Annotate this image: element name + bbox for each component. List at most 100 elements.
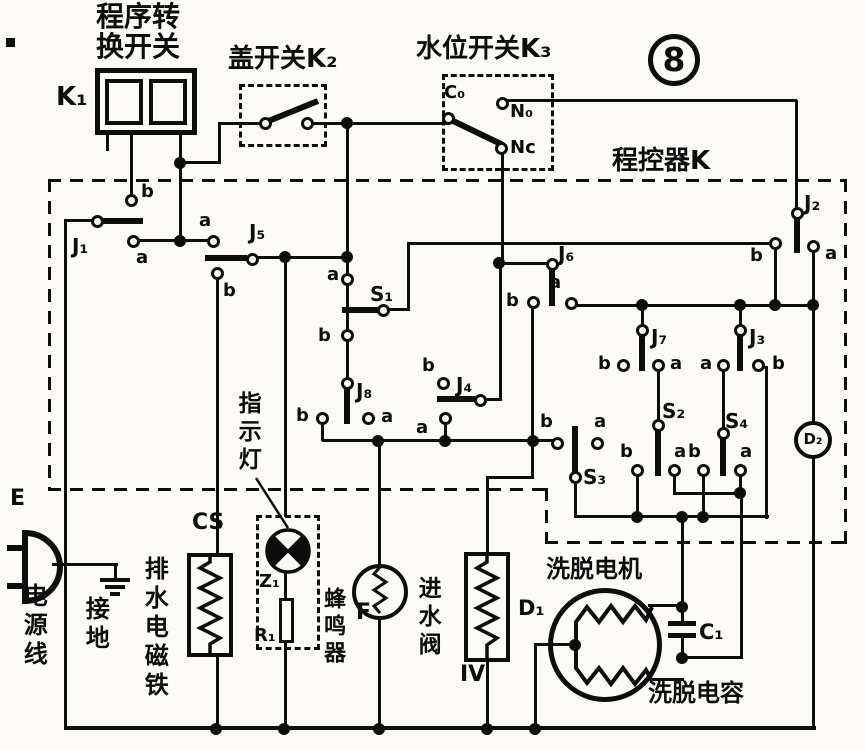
- wire: [350, 122, 450, 125]
- label-power-cord: 电源线: [19, 583, 48, 670]
- wire: [284, 571, 287, 600]
- label-a-j2: a: [825, 243, 838, 264]
- wire: [346, 340, 349, 380]
- junction-dot: [676, 652, 688, 664]
- junction-dot: [174, 157, 186, 169]
- contact-terminal: [361, 411, 375, 425]
- label-water-switch: 水位开关K₃: [416, 34, 552, 64]
- label-programmer: 程控器K: [612, 146, 711, 176]
- switch-blade: [737, 333, 743, 371]
- wire: [486, 478, 489, 554]
- label-indicator-lamp: 指示灯: [234, 391, 261, 475]
- indicator-lamp-box: [256, 515, 320, 650]
- contact-terminal: [733, 463, 747, 477]
- junction-dot: [279, 251, 291, 263]
- wire: [534, 643, 537, 730]
- label-title1: 程序转: [96, 0, 181, 33]
- contact-terminal: [441, 111, 455, 125]
- contact-terminal: [545, 257, 559, 271]
- wire: [216, 657, 219, 728]
- contact-terminal: [768, 236, 782, 250]
- label-s3: S₃: [583, 465, 607, 489]
- contact-terminal: [806, 239, 820, 253]
- wire: [636, 475, 639, 518]
- label-wash-motor: 洗脱电机: [546, 555, 642, 583]
- wire: [218, 122, 221, 164]
- contact-terminal: [124, 193, 138, 207]
- contact-terminal: [630, 463, 644, 477]
- programmer-outline-bottom-right: [545, 541, 847, 544]
- contact-terminal: [716, 358, 730, 372]
- label-a-s1: a: [327, 264, 340, 285]
- wire: [673, 475, 676, 494]
- switch-blade: [344, 388, 350, 424]
- switch-blade: [572, 426, 578, 473]
- junction-dot: [493, 257, 505, 269]
- contact-terminal: [590, 436, 604, 450]
- label-b-j8t: b: [318, 325, 331, 346]
- junction-dot: [636, 299, 648, 311]
- contact-terminal: [340, 328, 354, 342]
- wire: [648, 604, 684, 607]
- switch-blade: [549, 268, 555, 306]
- switch-blade: [205, 255, 247, 261]
- label-a-j1r: a: [199, 210, 212, 231]
- label-lid-switch: 盖开关K₂: [228, 44, 338, 74]
- lid-switch-blade: [264, 98, 320, 125]
- label-drain-solenoid: 排水电磁铁: [140, 556, 169, 701]
- wire: [681, 656, 743, 659]
- junction-dot: [807, 299, 819, 311]
- label-iv: IV: [460, 662, 486, 687]
- wire: [407, 244, 410, 310]
- wire: [444, 423, 447, 441]
- label-s2: S₂: [662, 399, 686, 423]
- d2-device: D₂: [794, 421, 832, 459]
- wire: [765, 366, 768, 519]
- junction-dot: [769, 299, 781, 311]
- wire: [657, 370, 660, 421]
- inlet-valve-body: [464, 552, 510, 662]
- wire: [346, 259, 349, 275]
- contact-terminal: [258, 116, 272, 130]
- label-j3: J₃: [749, 325, 766, 349]
- label-b-s4: b: [688, 441, 701, 462]
- contact-terminal: [568, 470, 582, 484]
- junction-dot: [278, 723, 290, 735]
- label-r1: R₁: [254, 625, 276, 646]
- wire: [812, 307, 815, 422]
- label-b-j8l: b: [296, 405, 309, 426]
- junction-dot: [481, 723, 493, 735]
- wire: [64, 726, 816, 730]
- contact-terminal: [438, 411, 452, 425]
- wire: [774, 249, 777, 306]
- wire: [531, 307, 534, 443]
- wire: [501, 151, 504, 265]
- wire: [648, 678, 684, 681]
- wire: [378, 443, 381, 566]
- label-a-s2: a: [674, 441, 687, 462]
- drain-solenoid-coil: [196, 555, 224, 655]
- label-a-j4: a: [416, 417, 429, 438]
- label-d1: D₁: [518, 596, 545, 620]
- power-plug-icon: [7, 530, 63, 604]
- contact-terminal: [315, 411, 329, 425]
- wire: [216, 278, 219, 555]
- label-s4: S₄: [725, 409, 749, 433]
- wire: [486, 662, 489, 728]
- wire: [722, 370, 725, 430]
- label-j8: J₈: [356, 379, 373, 403]
- wire: [179, 135, 182, 165]
- wire: [574, 481, 577, 517]
- switch-blade: [103, 218, 143, 224]
- inlet-valve-coil: [473, 554, 501, 660]
- wire: [378, 618, 381, 728]
- wire: [179, 163, 182, 243]
- label-j2: J₂: [804, 191, 821, 215]
- label-a-s3: a: [594, 411, 607, 432]
- label-inlet-valve: 进水阀: [414, 576, 441, 660]
- switch-blade: [720, 438, 726, 476]
- contact-terminal: [436, 376, 450, 390]
- wire: [257, 256, 349, 259]
- label-b-k1: b: [141, 181, 154, 202]
- junction-dot: [210, 723, 222, 735]
